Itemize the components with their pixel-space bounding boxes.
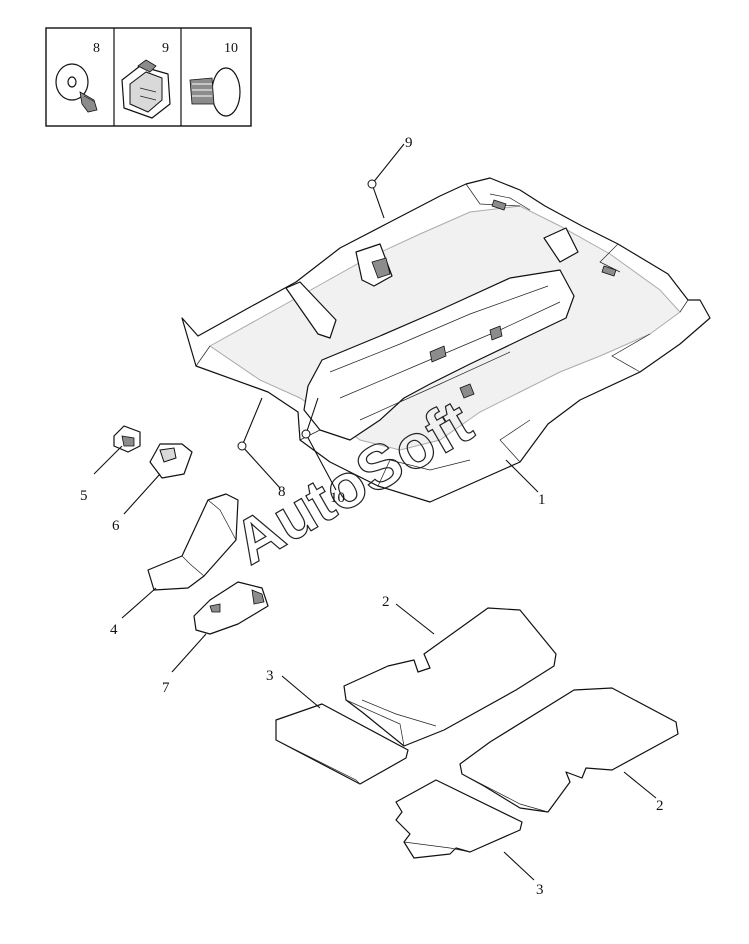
- callout-2-lower: 2: [656, 798, 664, 814]
- callouts: 9 8 10 1 5 6 4 7 2 3 2: [80, 135, 664, 898]
- clip-part-5: [113, 425, 141, 453]
- floor-mat-part-2-front: [343, 607, 557, 747]
- callout-8: 8: [278, 484, 286, 500]
- heel-pad-part-4: [147, 493, 239, 591]
- legend-number-10: 10: [224, 41, 238, 56]
- callout-9: 9: [405, 135, 413, 151]
- pad-part-7: [193, 581, 269, 635]
- floor-mat-part-2-rear: [459, 687, 679, 813]
- pad-part-6: [149, 443, 193, 479]
- callout-3-bottom: 3: [536, 882, 544, 898]
- callout-3-left: 3: [266, 668, 274, 684]
- legend-box: 8 9 10: [45, 27, 252, 127]
- floor-mat-part-3-left: [275, 703, 409, 785]
- callout-1: 1: [538, 492, 546, 508]
- bracket-clip-icon: [121, 59, 171, 119]
- callout-7: 7: [162, 680, 170, 696]
- callout-6: 6: [112, 518, 120, 534]
- push-rivet-icon: [55, 63, 98, 113]
- callout-2-upper: 2: [382, 594, 390, 610]
- legend-number-8: 8: [93, 41, 100, 56]
- floor-mat-part-3-bottom: [395, 779, 523, 859]
- callout-10: 10: [330, 490, 345, 506]
- floor-carpet-main: [181, 177, 711, 503]
- fir-tree-clip-icon: [189, 67, 241, 117]
- legend-number-9: 9: [162, 41, 169, 56]
- callout-4: 4: [110, 622, 118, 638]
- callout-5: 5: [80, 488, 88, 504]
